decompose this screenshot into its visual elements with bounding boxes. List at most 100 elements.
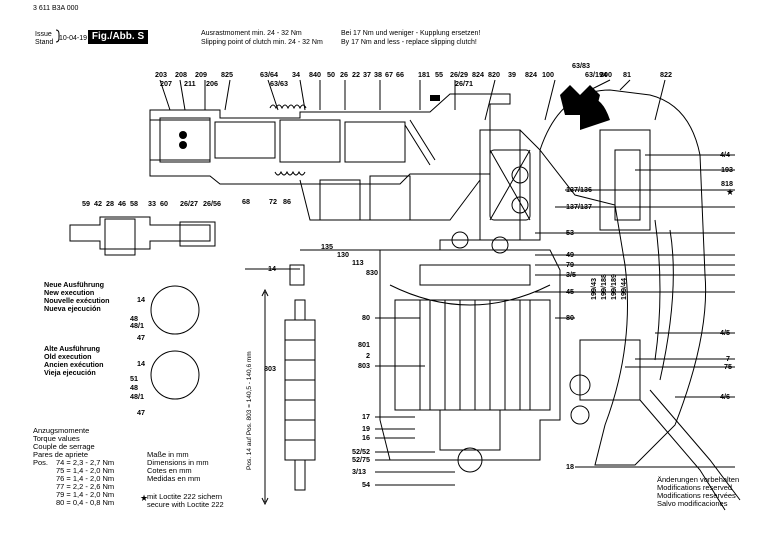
label-193: 193	[721, 165, 733, 174]
label-820: 820	[488, 70, 500, 79]
label-137-137: 137/137	[566, 202, 592, 211]
label-130: 130	[337, 250, 349, 259]
new-exec-47: 47	[137, 333, 145, 342]
label-2: 2	[366, 351, 370, 360]
label-203: 203	[155, 70, 167, 79]
new-exec-fr: Nouvelle exécution	[44, 296, 110, 305]
label-26-27: 26/27	[180, 199, 198, 208]
label-54: 54	[362, 480, 370, 489]
torque-row-79: 79 = 1,4 - 2,0 Nm	[56, 490, 115, 499]
label-58: 58	[130, 199, 138, 208]
old-exec-es: Vieja ejecución	[44, 368, 96, 377]
torque-row-77: 77 = 2,2 - 2,6 Nm	[56, 482, 115, 491]
label-135: 135	[321, 242, 333, 251]
label-63-63: 63/63	[270, 79, 288, 88]
label-63-83: 63/83	[572, 61, 590, 70]
label-63-64: 63/64	[260, 70, 278, 79]
svg-text:★: ★	[726, 188, 734, 198]
label-100: 100	[542, 70, 554, 79]
label-16: 16	[362, 433, 370, 442]
label-46: 46	[118, 199, 126, 208]
label-113: 113	[352, 258, 364, 267]
label-52-52: 52/52	[352, 447, 370, 456]
torque-header-en: Torque values	[33, 434, 80, 443]
torque-row-74: 74 = 2,3 - 2,7 Nm	[56, 458, 115, 467]
label-67: 67	[385, 70, 393, 79]
footer-es: Salvo modificaciones	[657, 499, 728, 508]
doc-number: 3 611 B3A 000	[33, 5, 79, 12]
label-4-5: 4/5	[720, 328, 730, 337]
units-es: Medidas en mm	[147, 474, 201, 483]
label-825: 825	[221, 70, 233, 79]
old-exec-48-1: 48/1	[130, 392, 144, 401]
old-exec-47: 47	[137, 408, 145, 417]
label-211: 211	[184, 79, 196, 88]
old-exec-48: 48	[130, 383, 138, 392]
footer-fr: Modifications reservées	[657, 491, 736, 500]
old-exec-51: 51	[130, 374, 138, 383]
old-exec-de: Alte Ausführung	[44, 344, 101, 353]
label-28: 28	[106, 199, 114, 208]
torque-row-75: 75 = 1,4 - 2,0 Nm	[56, 466, 115, 475]
label-26: 26	[340, 70, 348, 79]
stand-label: Stand	[35, 39, 54, 46]
label-42: 42	[94, 199, 102, 208]
old-exec-fr: Ancien exécution	[44, 360, 104, 369]
label-49: 49	[566, 250, 574, 259]
label-199-189: 199/189	[609, 274, 618, 300]
clutch-note-en: Slipping point of clutch min. 24 - 32 Nm	[201, 39, 323, 46]
issue-date: 10-04-19	[59, 35, 88, 42]
label-81: 81	[623, 70, 631, 79]
label-19: 19	[362, 424, 370, 433]
new-exec-48: 48	[130, 314, 138, 323]
label-4-6: 4/6	[720, 392, 730, 401]
label-199-188: 199/188	[599, 274, 608, 300]
old-exec-14: 14	[137, 359, 145, 368]
label-55: 55	[435, 70, 443, 79]
label-75: 75	[724, 362, 732, 371]
svg-text:★: ★	[140, 494, 148, 504]
figure-label: Fig./Abb. S	[88, 30, 148, 44]
clutch-note-de: Ausrastmoment min. 24 - 32 Nm	[201, 30, 302, 37]
label-822: 822	[660, 70, 672, 79]
new-exec-en: New execution	[44, 288, 95, 297]
label-26-71: 26/71	[455, 79, 473, 88]
label-53: 53	[566, 228, 574, 237]
label-824-b: 824	[525, 70, 537, 79]
new-exec-es: Nueva ejecución	[44, 304, 101, 313]
torque-row-76: 76 = 1,4 - 2,0 Nm	[56, 474, 115, 483]
units-de: Maße in mm	[147, 450, 189, 459]
label-209: 209	[195, 70, 207, 79]
label-199-44: 199/44	[619, 278, 628, 300]
label-3-5: 3/5	[566, 270, 576, 279]
footer-de: Änderungen vorbehalten	[657, 475, 740, 484]
measure-vertical-text: Pos. 14 auf Pos. 803 = 140,5 - 140,6 mm	[246, 351, 253, 470]
label-72: 72	[269, 197, 277, 206]
label-60: 60	[160, 199, 168, 208]
label-208: 208	[175, 70, 187, 79]
label-818: 818	[721, 179, 733, 188]
torque-header-es: Pares de apriete	[33, 450, 89, 459]
label-18: 18	[566, 462, 574, 471]
label-34: 34	[292, 70, 300, 79]
label-39: 39	[508, 70, 516, 79]
label-830: 830	[366, 268, 378, 277]
torque-pos-label: Pos.	[33, 458, 49, 467]
label-803-mid: 803	[358, 361, 370, 370]
label-52-75: 52/75	[352, 455, 370, 464]
label-33: 33	[148, 199, 156, 208]
label-38: 38	[374, 70, 382, 79]
torque-header-de: Anzugsmomente	[33, 426, 90, 435]
clutch-replace-en: By 17 Nm and less - replace slipping clu…	[341, 39, 477, 46]
label-4-4: 4/4	[720, 150, 730, 159]
loctite-en: secure with Loctite 222	[147, 500, 224, 509]
clutch-replace-de: Bei 17 Nm und weniger - Kupplung ersetze…	[341, 30, 481, 37]
label-3-13: 3/13	[352, 467, 366, 476]
measure-label-14: 14	[268, 264, 276, 273]
label-26-56: 26/56	[203, 199, 221, 208]
label-26-29: 26/29	[450, 70, 468, 79]
torque-row-80: 80 = 0,4 - 0,8 Nm	[56, 498, 115, 507]
measure-label-803: 803	[264, 364, 276, 373]
new-exec-48-1: 48/1	[130, 321, 144, 330]
